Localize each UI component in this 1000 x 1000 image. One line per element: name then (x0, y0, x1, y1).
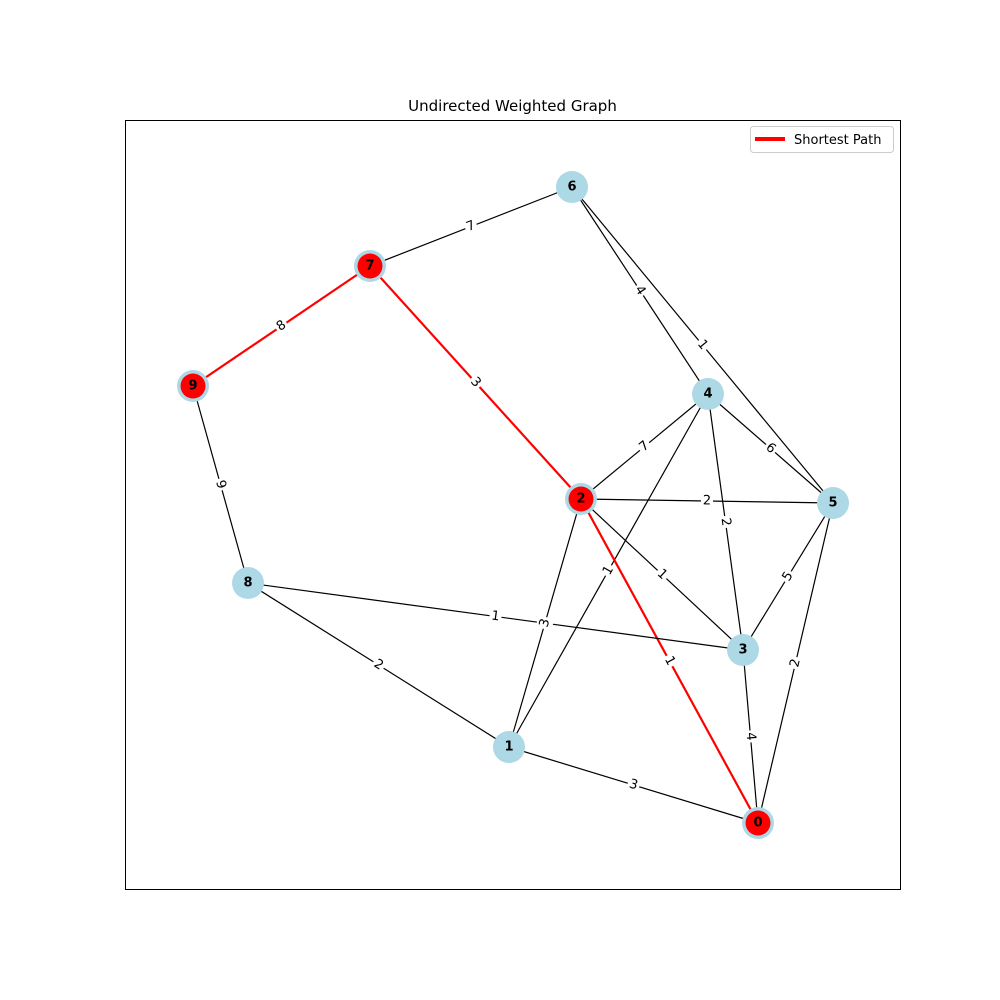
edge-weight-label: 2 (787, 657, 803, 668)
node-9: 9 (177, 370, 209, 402)
node-label: 1 (504, 740, 513, 755)
edge-weight-background (634, 436, 655, 457)
edge-weight-9-8: 9 (211, 476, 230, 493)
node-circle (692, 378, 724, 410)
node-path-highlight (180, 373, 206, 399)
node-6: 6 (556, 171, 588, 203)
node-circle (493, 731, 525, 763)
edge-weight-6-4: 4 (630, 281, 650, 300)
legend-box (750, 126, 894, 153)
graph-title: Undirected Weighted Graph (408, 97, 617, 115)
node-label: 2 (576, 492, 585, 507)
edge-weight-4-3: 2 (716, 514, 735, 530)
edge-weight-6-5: 1 (692, 335, 713, 355)
node-label: 5 (828, 496, 837, 511)
node-circle (727, 634, 759, 666)
node-label: 3 (738, 643, 747, 658)
edge-weight-4-2: 7 (634, 436, 655, 457)
plot-frame (125, 120, 901, 890)
edge-weight-background (488, 607, 503, 626)
edge-weight-background (625, 775, 642, 795)
node-1: 1 (493, 731, 525, 763)
node-circle (232, 567, 264, 599)
edge-weight-label: 4 (743, 732, 759, 742)
edge-weight-label: 2 (718, 517, 734, 527)
node-2: 2 (565, 483, 597, 515)
node-path-highlight (745, 810, 771, 836)
node-0: 0 (742, 807, 774, 839)
edge-weight-8-1: 2 (369, 655, 388, 675)
edge-weight-7-2: 3 (465, 372, 486, 393)
edge-weight-6-7: 7 (462, 216, 480, 237)
edge-weight-2-0: 1 (659, 651, 680, 671)
node-path-highlight (568, 486, 594, 512)
node-8: 8 (232, 567, 264, 599)
edge-labels-layer: 7 4 1 8 3 9 7 6 2 1 2 1 3 1 5 2 1 2 4 3 (211, 216, 805, 795)
edge-weight-background (630, 281, 650, 300)
node-3: 3 (727, 634, 759, 666)
edge-weight-background (659, 651, 680, 671)
node-label: 9 (188, 379, 197, 394)
edge-weight-label: 1 (490, 609, 500, 625)
edge-weight-background (692, 335, 713, 355)
edge-weight-background (760, 438, 781, 459)
edge-weight-background (598, 561, 619, 580)
edge-weight-2-5: 2 (700, 492, 714, 510)
nodes-layer: 0 1 2 3 4 5 6 7 8 9 (177, 171, 849, 839)
edge-weight-background (535, 615, 555, 631)
edge-weight-background (786, 655, 805, 671)
node-label: 4 (703, 387, 712, 402)
edge-weight-7-9: 8 (272, 316, 291, 336)
node-label: 6 (567, 180, 576, 195)
edge-weight-1-0: 3 (625, 775, 642, 795)
edge-weight-background (465, 372, 486, 393)
node-4: 4 (692, 378, 724, 410)
node-circle (556, 171, 588, 203)
edge-weight-5-0: 2 (786, 655, 805, 671)
edge-weight-8-3: 1 (488, 607, 503, 626)
node-path-highlight (357, 253, 383, 279)
edge-weight-label: 9 (212, 478, 229, 490)
node-label: 0 (753, 816, 762, 831)
edge-weight-background (700, 492, 714, 510)
edge-weight-3-0: 4 (742, 729, 759, 744)
edge-weight-4-5: 6 (760, 438, 781, 459)
node-label: 7 (365, 259, 374, 274)
edge-weight-background (369, 655, 388, 675)
edge-weight-background (462, 216, 480, 237)
edge-weight-background (272, 316, 291, 336)
edge-weight-background (652, 564, 672, 585)
edge-weight-4-1: 1 (598, 561, 619, 580)
edge-weight-label: 2 (703, 493, 712, 508)
node-label: 8 (243, 576, 252, 591)
edge-weight-background (742, 729, 759, 744)
edge-weight-5-3: 5 (778, 567, 798, 586)
edge-weight-2-3: 1 (652, 564, 672, 585)
legend: Shortest Path (750, 126, 894, 153)
legend-label: Shortest Path (794, 133, 881, 148)
node-7: 7 (354, 250, 386, 282)
edge-weight-2-1: 3 (535, 615, 555, 631)
edge-weight-background (778, 567, 798, 586)
node-circle (817, 487, 849, 519)
edge-weight-background (211, 476, 230, 493)
edge-weight-label: 3 (537, 617, 554, 629)
edge-weight-background (716, 514, 735, 530)
node-5: 5 (817, 487, 849, 519)
